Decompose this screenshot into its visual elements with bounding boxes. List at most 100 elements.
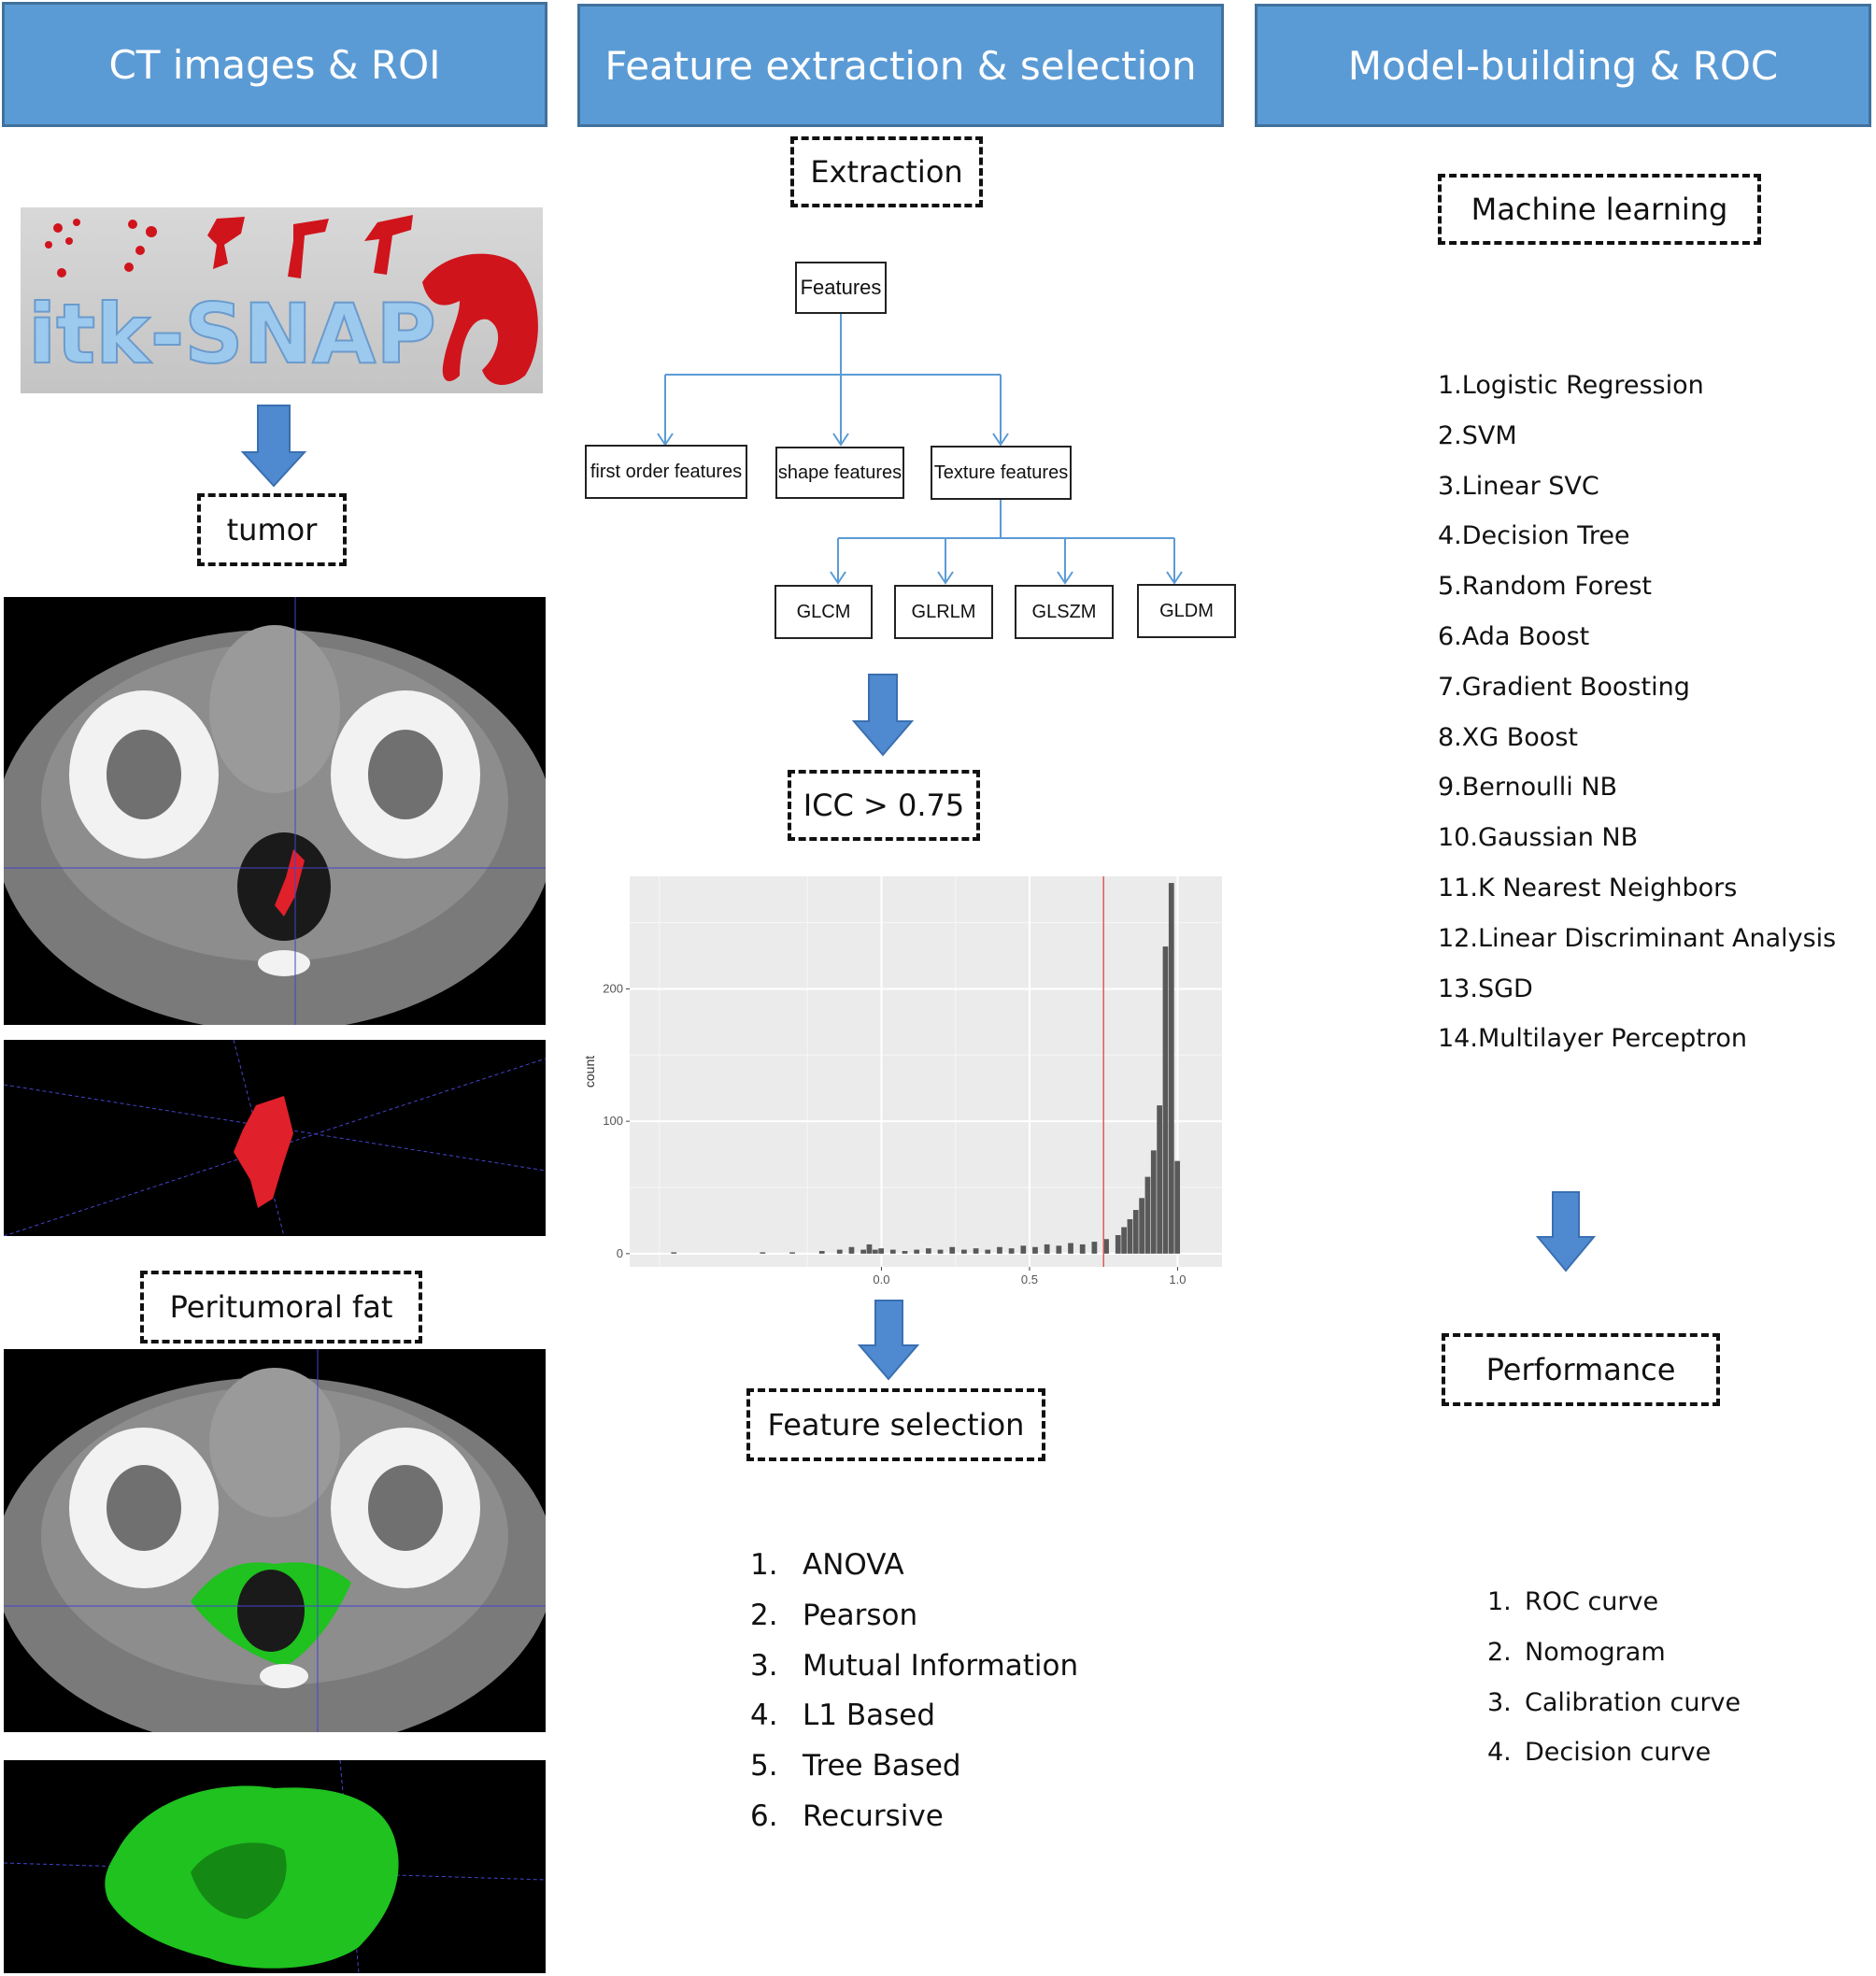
list-item: 3.Calibration curve bbox=[1487, 1678, 1741, 1728]
feature-selection-label: Feature selection bbox=[746, 1388, 1045, 1461]
histogram-bar bbox=[937, 1249, 944, 1254]
machine-learning-label: Machine learning bbox=[1438, 174, 1761, 245]
header-model-building: Model-building & ROC bbox=[1255, 4, 1871, 127]
histogram-bar bbox=[1079, 1244, 1086, 1254]
list-item: 13.SGD bbox=[1438, 974, 1533, 1003]
list-item: 1.ANOVA bbox=[750, 1541, 1078, 1591]
list-item: 3. Mutual Information bbox=[750, 1642, 1078, 1692]
x-tick-label: 1.0 bbox=[1169, 1272, 1186, 1287]
plot-panel bbox=[630, 876, 1222, 1267]
list-item: 2. Nomogram bbox=[1487, 1628, 1741, 1678]
histogram-bar bbox=[872, 1249, 878, 1254]
histogram-bar bbox=[1132, 1210, 1139, 1254]
histogram-bar bbox=[1044, 1244, 1050, 1254]
histogram-bar bbox=[1150, 1150, 1157, 1254]
feature-selection-list: 1.ANOVA 2.Pearson 3.Mutual Information 4… bbox=[750, 1541, 1078, 1842]
shape-features-node: shape features bbox=[775, 447, 904, 499]
list-item: 9.Bernoulli NB bbox=[1438, 773, 1618, 803]
icc-threshold-label: ICC > 0.75 bbox=[788, 770, 980, 841]
histogram-bar bbox=[836, 1249, 843, 1254]
itk-snap-logo-text: itk-SNAP bbox=[28, 286, 436, 382]
glrlm-node: GLRLM bbox=[894, 585, 993, 639]
histogram-bar bbox=[1008, 1248, 1015, 1254]
list-number: 4. bbox=[1487, 1738, 1512, 1768]
histogram-bar bbox=[949, 1246, 956, 1254]
fat-3d-render bbox=[4, 1760, 546, 1973]
histogram-bar bbox=[1139, 1198, 1144, 1254]
features-root-node: Features bbox=[795, 262, 887, 314]
histogram-bar bbox=[760, 1252, 766, 1254]
list-item: 8.XG Boost bbox=[1438, 722, 1578, 752]
header-ct-images: CT images & ROI bbox=[2, 2, 547, 127]
list-item: 10.Gaussian NB bbox=[1438, 823, 1639, 853]
list-item: 12.Linear Discriminant Analysis bbox=[1438, 923, 1837, 953]
histogram-bar bbox=[1056, 1245, 1062, 1254]
histogram-bar bbox=[1168, 883, 1174, 1254]
histogram-bar bbox=[914, 1249, 920, 1254]
list-number: 1. bbox=[750, 1548, 778, 1582]
histogram-bar bbox=[926, 1248, 931, 1254]
histogram-bar bbox=[860, 1249, 866, 1254]
list-label: Pearson bbox=[803, 1598, 918, 1632]
list-number: 5. bbox=[750, 1749, 778, 1784]
glcm-node: GLCM bbox=[775, 585, 873, 639]
histogram-bar bbox=[878, 1248, 885, 1254]
extraction-label: Extraction bbox=[790, 136, 983, 207]
list-label: ROC curve bbox=[1525, 1587, 1659, 1616]
itk-snap-logo: itk-SNAP bbox=[21, 207, 543, 393]
list-label: Mutual Information bbox=[803, 1648, 1079, 1683]
header-feature-extraction: Feature extraction & selection bbox=[577, 4, 1224, 127]
histogram-bar bbox=[1162, 946, 1169, 1254]
first-order-features-node: first order features bbox=[585, 445, 747, 499]
histogram-bar bbox=[1115, 1234, 1121, 1254]
list-label: Tree Based bbox=[803, 1749, 961, 1784]
y-tick-label: 0 bbox=[617, 1246, 623, 1260]
list-item: 6.Ada Boost bbox=[1438, 621, 1590, 651]
gldm-node: GLDM bbox=[1137, 584, 1236, 638]
histogram-bar bbox=[1032, 1246, 1038, 1254]
y-tick-label: 100 bbox=[603, 1114, 623, 1128]
arrow-down-icon bbox=[1535, 1191, 1597, 1272]
histogram-bar bbox=[1121, 1227, 1127, 1254]
list-label: Nomogram bbox=[1525, 1637, 1666, 1667]
histogram-bar bbox=[902, 1250, 908, 1254]
list-item: 7.Gradient Boosting bbox=[1438, 672, 1690, 702]
histogram-bar bbox=[1091, 1242, 1098, 1254]
histogram-bar bbox=[866, 1244, 873, 1254]
list-item: 5. Tree Based bbox=[750, 1741, 1078, 1792]
histogram-bar bbox=[997, 1246, 1002, 1254]
texture-features-node: Texture features bbox=[931, 446, 1072, 500]
list-item: 3.Linear SVC bbox=[1438, 471, 1599, 501]
tumor-3d-render bbox=[4, 1040, 546, 1236]
peritumoral-fat-label: Peritumoral fat bbox=[140, 1271, 422, 1343]
list-number: 6. bbox=[750, 1798, 778, 1833]
list-item: 6.Recursive bbox=[750, 1792, 1078, 1842]
histogram-bar bbox=[1157, 1105, 1162, 1254]
histogram-bar bbox=[848, 1246, 855, 1254]
list-item: 4.Decision curve bbox=[1487, 1727, 1741, 1778]
arrow-down-icon bbox=[240, 405, 307, 488]
list-number: 3. bbox=[750, 1648, 778, 1683]
histogram-bar bbox=[789, 1252, 795, 1254]
histogram-bar bbox=[1068, 1243, 1073, 1254]
glszm-node: GLSZM bbox=[1015, 585, 1114, 639]
list-item: 4.Decision Tree bbox=[1438, 521, 1630, 551]
arrow-down-icon bbox=[857, 1300, 920, 1381]
y-axis-label: count bbox=[582, 1056, 597, 1088]
list-item: 2. Pearson bbox=[750, 1591, 1078, 1642]
performance-list: 1.ROC curve 2.Nomogram 3.Calibration cur… bbox=[1487, 1577, 1741, 1778]
histogram-bar bbox=[1174, 1160, 1181, 1254]
x-tick-label: 0.5 bbox=[1021, 1272, 1038, 1287]
list-item: 14.Multilayer Perceptron bbox=[1438, 1024, 1748, 1054]
tumor-label: tumor bbox=[197, 493, 347, 566]
list-item: 5.Random Forest bbox=[1438, 572, 1652, 602]
histogram-bar bbox=[818, 1250, 825, 1254]
list-number: 2. bbox=[750, 1598, 778, 1632]
list-number: 2. bbox=[1487, 1637, 1512, 1667]
list-item: 11.K Nearest Neighbors bbox=[1438, 873, 1738, 903]
list-item: 2.SVM bbox=[1438, 420, 1517, 450]
histogram-bar bbox=[985, 1249, 991, 1254]
histogram-bar bbox=[1020, 1245, 1027, 1254]
histogram-bar bbox=[973, 1248, 979, 1254]
histogram-bar bbox=[961, 1249, 967, 1254]
